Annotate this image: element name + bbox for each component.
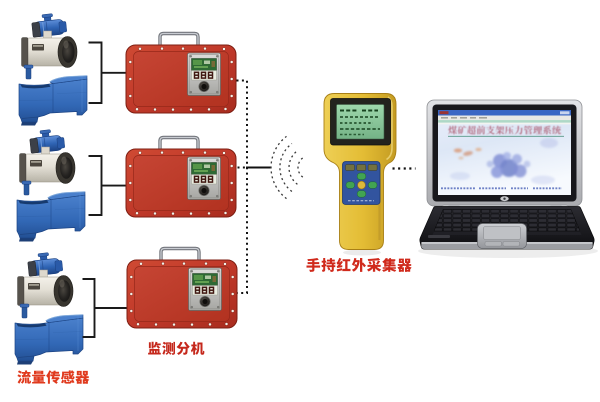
handheld-lcd-screen [336,104,385,140]
laptop-screen-title [448,125,561,135]
handheld-collector [323,93,397,256]
handheld-label [306,257,412,272]
dotted-bus-line [236,79,248,294]
monitor-box-1 [124,31,238,115]
flow-sensor-3 [14,250,84,365]
laptop-screen [438,110,571,195]
monitor-unit-label [148,341,205,355]
wireless-signal-icon [270,135,304,200]
laptop-keyboard [433,209,581,232]
monitor-box-2 [124,135,238,219]
flow-sensor-2 [16,127,86,242]
wire-bracket-1 [88,41,127,104]
screen-titlebar [438,110,571,116]
wire-bracket-2 [88,155,127,216]
handheld-center-button [357,180,366,190]
laptop [418,99,598,258]
flow-sensor-label [17,370,90,384]
monitor-box-3 [125,246,239,330]
wire-bracket-3 [82,278,128,338]
flow-sensor-1 [18,11,88,126]
